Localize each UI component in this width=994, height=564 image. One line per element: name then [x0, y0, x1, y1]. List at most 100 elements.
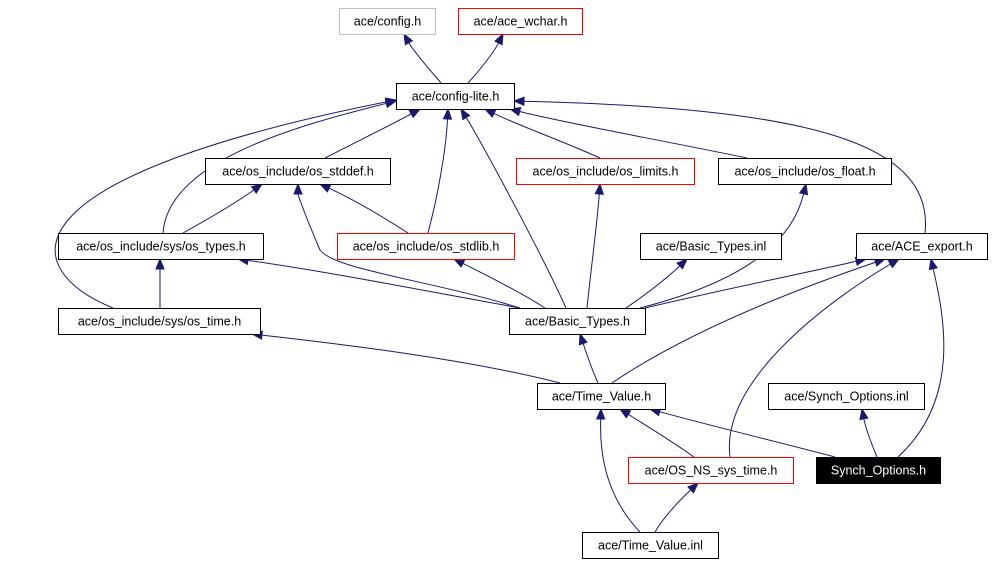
node-limits[interactable]: ace/os_include/os_limits.h: [516, 158, 695, 185]
node-label: ace/os_include/os_float.h: [734, 165, 875, 179]
node-box[interactable]: [396, 83, 515, 110]
edge-line: [261, 334, 561, 384]
node-config[interactable]: ace/config.h: [339, 8, 436, 35]
node-timevalue[interactable]: ace/Time_Value.h: [537, 383, 666, 410]
node-stddef[interactable]: ace/os_include/os_stddef.h: [205, 158, 391, 185]
node-box[interactable]: [516, 158, 695, 185]
edge-stdlib-to-configlite: [427, 107, 453, 234]
edge-timevalue-to-export: [611, 257, 887, 384]
edge-stdlib-to-stddef: [318, 183, 409, 234]
node-box[interactable]: [628, 457, 794, 484]
edge-line: [863, 418, 878, 458]
node-wchar[interactable]: ace/ace_wchar.h: [458, 8, 583, 35]
edge-configlite-to-config: [403, 32, 442, 84]
edge-line: [462, 263, 546, 309]
arrowhead-icon: [798, 182, 809, 196]
edge-line: [728, 263, 891, 458]
edges-layer: [54, 32, 945, 533]
arrowhead-icon: [687, 482, 699, 494]
edge-stddef-to-configlite: [324, 108, 422, 159]
node-box[interactable]: [582, 532, 719, 559]
arrowhead-icon: [293, 182, 303, 195]
edge-line: [519, 111, 748, 159]
node-label: ace/config-lite.h: [412, 90, 500, 104]
arrowhead-icon: [494, 32, 504, 46]
node-box[interactable]: [640, 233, 782, 260]
node-box[interactable]: [856, 233, 988, 260]
edge-line: [897, 268, 945, 458]
edge-line: [628, 413, 695, 458]
edge-line: [467, 42, 499, 84]
edge-export-to-configlite: [512, 96, 926, 234]
arrowhead-icon: [887, 258, 901, 269]
arrowhead-icon: [618, 408, 632, 419]
node-systime[interactable]: ace/os_include/sys/os_time.h: [58, 308, 261, 335]
node-box[interactable]: [205, 158, 391, 185]
node-box[interactable]: [458, 8, 583, 35]
edge-line: [625, 265, 681, 309]
edge-line: [659, 411, 836, 458]
node-export[interactable]: ace/ACE_export.h: [856, 233, 988, 260]
node-box[interactable]: [768, 383, 925, 410]
node-label: ace/os_include/sys/os_time.h: [78, 315, 241, 329]
node-label: ace/config.h: [354, 15, 421, 29]
edge-tvinl-to-timevalue: [595, 407, 641, 533]
edge-line: [182, 189, 255, 234]
node-btinl[interactable]: ace/Basic_Types.inl: [640, 233, 782, 260]
edge-line: [297, 193, 521, 309]
node-stdlib[interactable]: ace/os_include/os_stdlib.h: [337, 233, 515, 260]
edge-timevalue-to-basictypes: [578, 332, 599, 384]
node-box[interactable]: [58, 308, 261, 335]
node-box[interactable]: [509, 308, 646, 335]
node-box[interactable]: [337, 233, 515, 260]
arrowhead-icon: [408, 108, 422, 119]
node-configlite[interactable]: ace/config-lite.h: [396, 83, 515, 110]
arrowhead-icon: [594, 182, 604, 195]
arrowhead-icon: [384, 97, 398, 107]
edge-basictypes-to-configlite: [460, 107, 567, 309]
nodes-layer: ace/config.h ace/ace_wchar.h ace/config-li…: [58, 8, 988, 559]
edge-line: [523, 100, 926, 234]
edge-basictypes-to-export: [644, 256, 868, 309]
node-tvinl[interactable]: ace/Time_Value.inl: [582, 532, 719, 559]
node-box[interactable]: [58, 233, 264, 260]
edge-nssystime-to-timevalue: [618, 408, 695, 458]
edge-basictypes-to-limits: [586, 182, 604, 309]
node-synchinl[interactable]: ace/Synch_Options.inl: [768, 383, 925, 410]
edge-line: [247, 259, 521, 309]
arrowhead-icon: [483, 108, 497, 118]
edge-basictypes-to-stdlib: [452, 258, 546, 309]
edge-line: [328, 187, 409, 234]
node-label: ace/ACE_export.h: [871, 240, 972, 254]
arrowhead-icon: [442, 107, 453, 120]
edge-line: [639, 193, 805, 309]
edge-basictypes-to-btinl: [625, 258, 688, 309]
edge-basictypes-to-systypes: [236, 255, 521, 309]
edge-basictypes-to-float: [639, 182, 809, 309]
edge-line: [644, 260, 857, 309]
node-label: ace/Basic_Types.inl: [656, 240, 766, 254]
node-box[interactable]: [718, 158, 892, 185]
node-systypes[interactable]: ace/os_include/sys/os_types.h: [58, 233, 264, 260]
edge-systime-to-systypes: [155, 257, 165, 309]
arrowhead-icon: [512, 96, 525, 106]
arrowhead-icon: [155, 257, 165, 270]
node-label: ace/Time_Value.inl: [598, 539, 703, 553]
node-label: ace/os_include/sys/os_types.h: [76, 240, 246, 254]
node-nssystime[interactable]: ace/OS_NS_sys_time.h: [628, 457, 794, 484]
node-basictypes[interactable]: ace/Basic_Types.h: [509, 308, 646, 335]
node-label: ace/os_include/os_stdlib.h: [353, 240, 500, 254]
edge-nssystime-to-export: [728, 258, 901, 458]
node-label: ace/Synch_Options.inl: [784, 390, 908, 404]
node-box[interactable]: [339, 8, 436, 35]
edge-synch-to-export: [897, 257, 945, 458]
node-synch[interactable]: Synch_Options.h: [816, 457, 941, 484]
edge-line: [54, 101, 387, 309]
node-label: ace/os_include/os_limits.h: [533, 165, 679, 179]
edge-line: [324, 113, 412, 159]
node-float[interactable]: ace/os_include/os_float.h: [718, 158, 892, 185]
node-box[interactable]: [816, 457, 941, 484]
edge-systime-to-configlite: [54, 97, 398, 309]
node-box[interactable]: [537, 383, 666, 410]
arrowhead-icon: [676, 258, 688, 270]
